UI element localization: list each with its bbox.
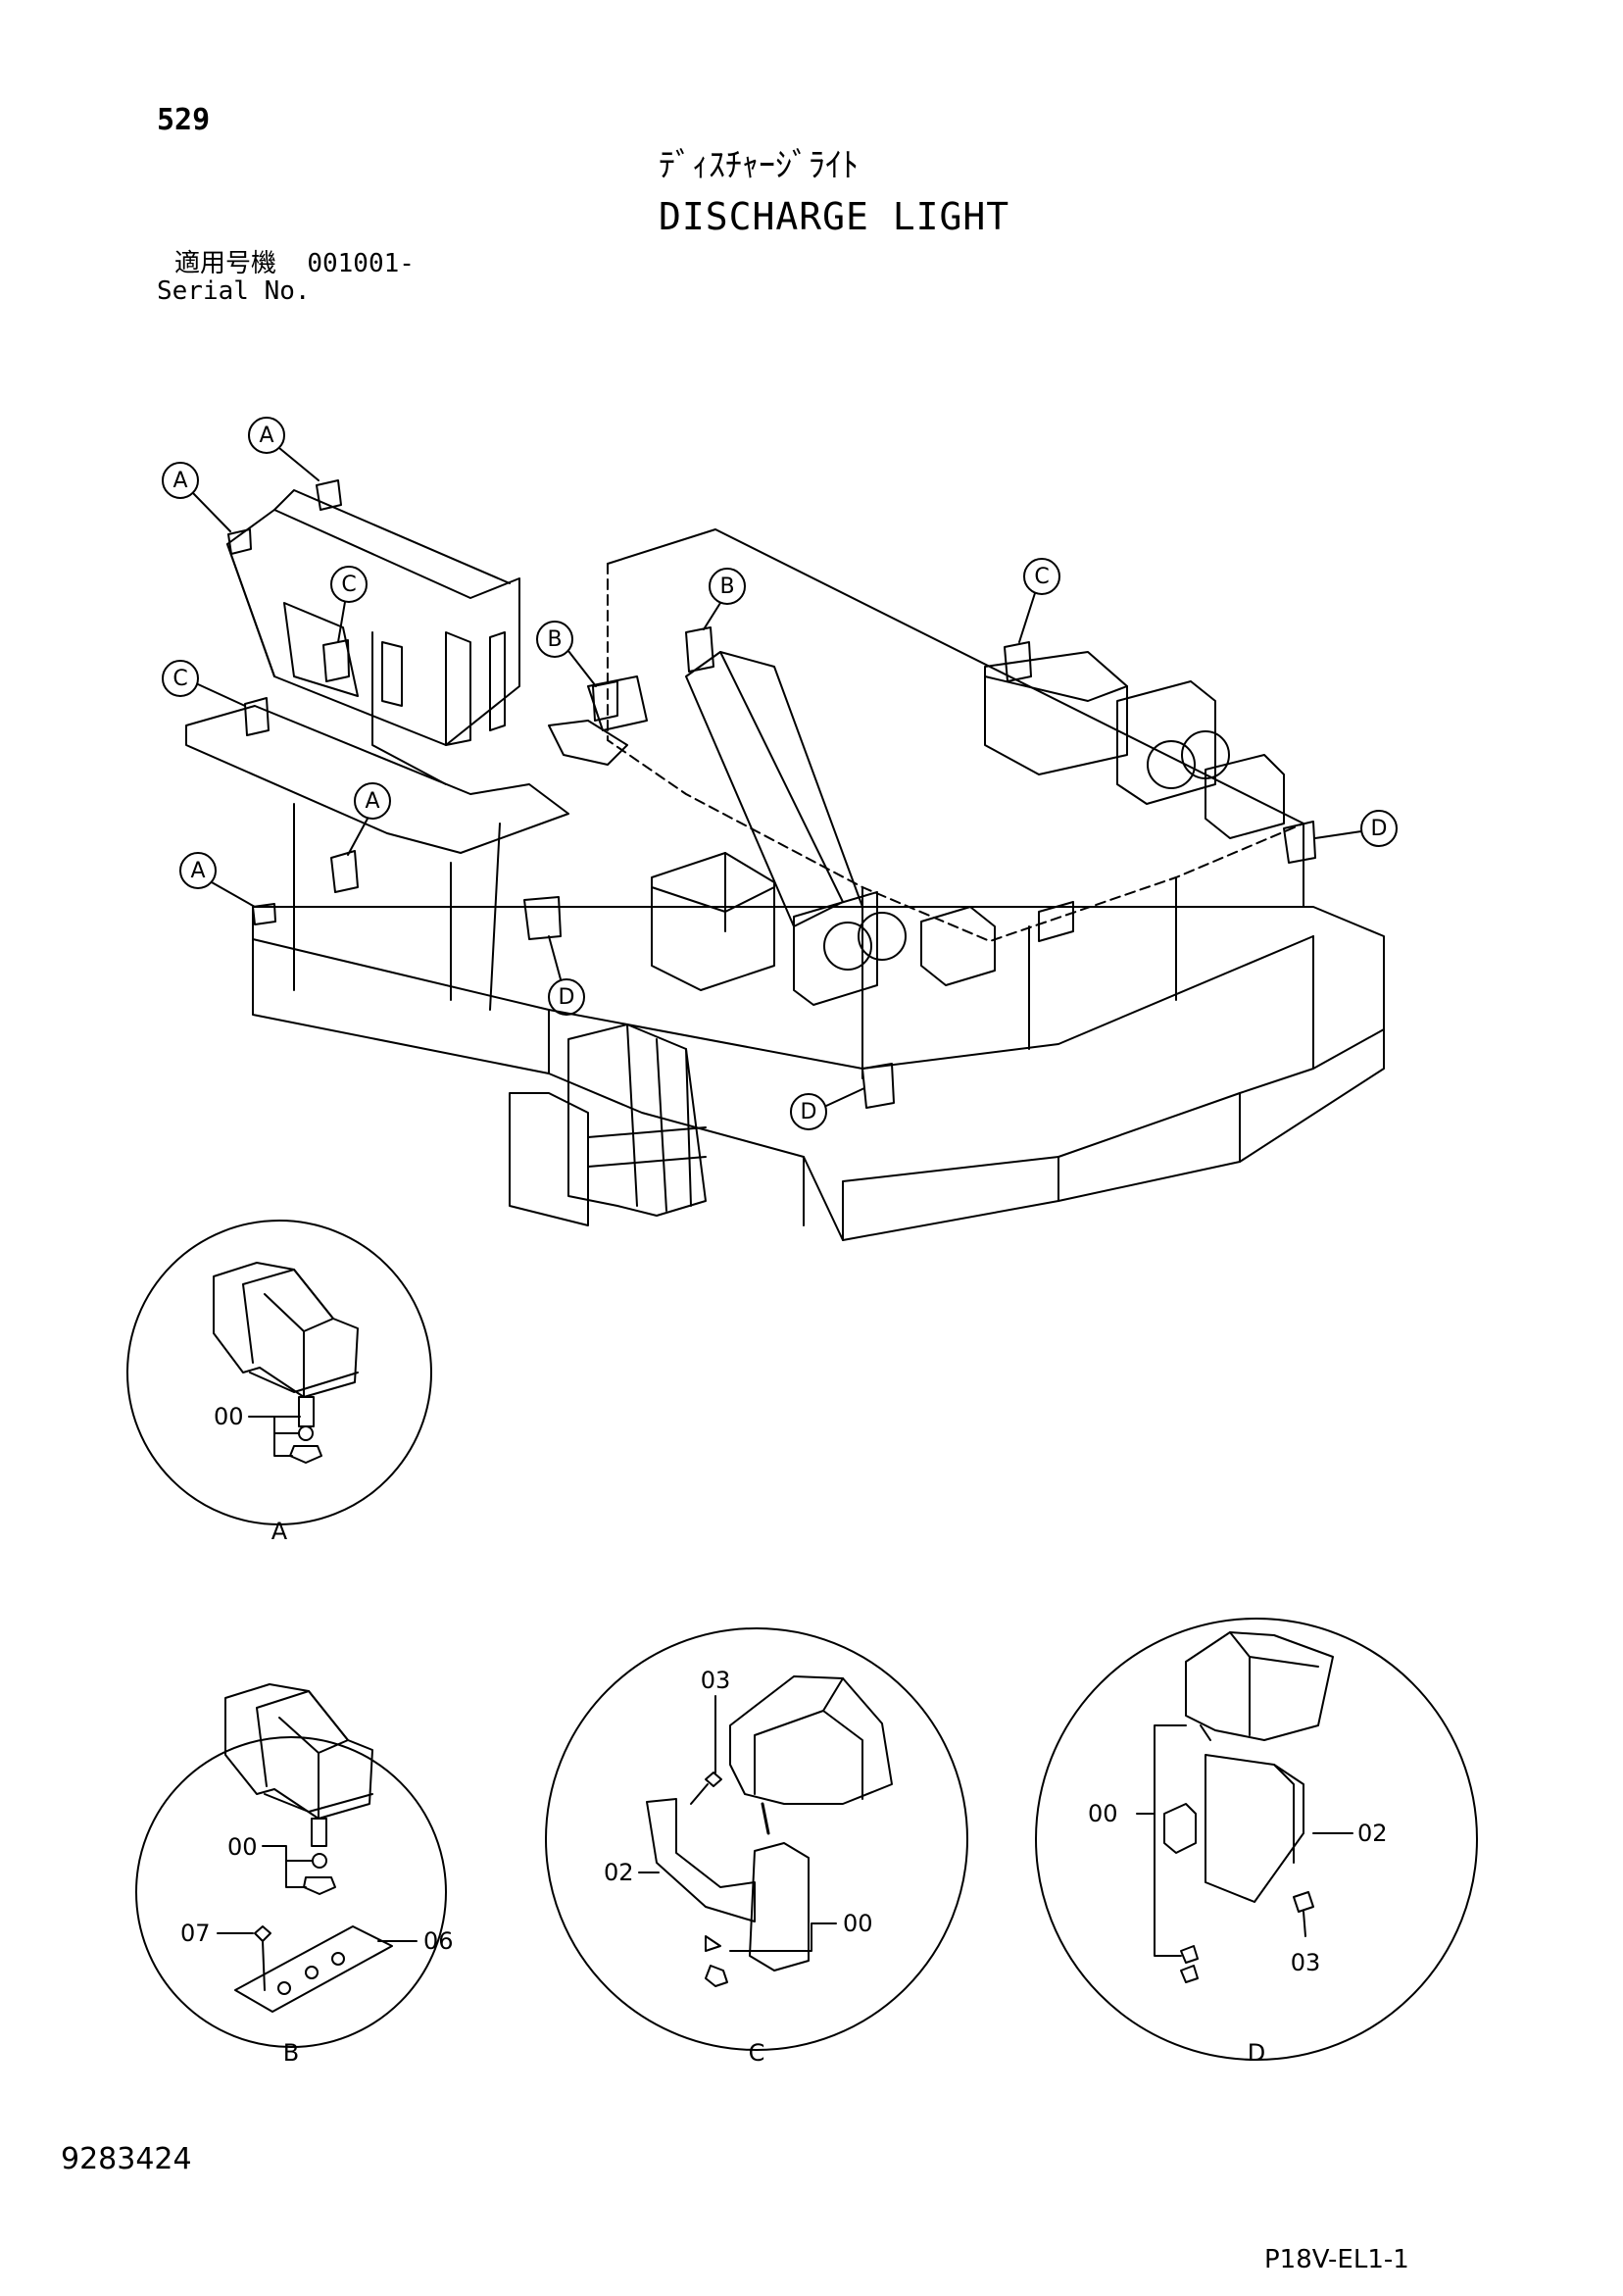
callout-bubbles: A A C C A A B B	[162, 417, 1398, 1130]
detail-d: 00 02 03 D	[1035, 1618, 1478, 2067]
callout-label: A	[190, 859, 205, 883]
page-title-japanese: ﾃﾞｨｽﾁｬｰｼﾞﾗｲﾄ	[659, 146, 859, 185]
part-number-02: 02	[1357, 1820, 1388, 1847]
part-number-00: 00	[214, 1403, 244, 1430]
serial-value: 001001-	[307, 249, 415, 278]
callout-label: D	[801, 1100, 817, 1124]
callout-c-left: C	[162, 660, 246, 707]
callout-label: A	[259, 424, 273, 448]
callout-label: A	[365, 789, 379, 814]
serial-label-japanese: 適用号機 001001-	[174, 251, 415, 276]
detail-label-c: C	[749, 2039, 765, 2067]
document-number: 9283424	[61, 2142, 192, 2176]
detail-a: 00 A	[126, 1220, 432, 1545]
detail-c: 03 02 00 C	[545, 1627, 968, 2067]
part-number-00: 00	[843, 1910, 873, 1937]
part-number-02: 02	[604, 1859, 634, 1886]
light-fixtures	[227, 479, 1316, 1109]
part-number-00: 00	[1088, 1800, 1118, 1827]
part-number-07: 07	[180, 1920, 211, 1947]
callout-label: A	[172, 469, 187, 493]
callout-c-right: C	[1018, 558, 1060, 643]
callout-label: B	[547, 627, 562, 652]
callout-a-low: A	[179, 852, 256, 908]
callout-d-low: D	[790, 1087, 865, 1130]
serial-label-english: Serial No.	[157, 276, 311, 306]
detail-label-b: B	[283, 2039, 299, 2067]
part-number-03: 03	[701, 1667, 731, 1694]
callout-c-cab: C	[330, 566, 368, 643]
machine-body	[185, 489, 1385, 1241]
reference-code: P18V-EL1-1	[1264, 2245, 1409, 2274]
part-number-06: 06	[423, 1927, 454, 1955]
callout-label: B	[719, 574, 734, 599]
callout-a-top: A	[248, 417, 320, 481]
callout-d-mid: D	[548, 935, 585, 1016]
callout-d-right: D	[1314, 810, 1398, 847]
page-number: 529	[157, 103, 211, 137]
callout-a-left: A	[162, 462, 231, 532]
callout-b-right: B	[703, 568, 746, 630]
detail-label-a: A	[271, 1518, 288, 1545]
callout-b-left: B	[536, 621, 597, 687]
callout-label: C	[341, 573, 356, 597]
page-title: DISCHARGE LIGHT	[659, 195, 1010, 238]
serial-label-jp-text: 適用号機	[174, 249, 277, 278]
detail-label-d: D	[1248, 2039, 1265, 2067]
detail-b: 00 07 06 B	[135, 1683, 454, 2067]
callout-label: C	[1034, 565, 1049, 589]
part-number-00: 00	[227, 1833, 258, 1861]
callout-label: D	[1371, 817, 1388, 841]
callout-label: D	[559, 985, 575, 1010]
callout-label: C	[172, 667, 187, 691]
part-number-03: 03	[1291, 1949, 1321, 1976]
callout-a-mid: A	[347, 782, 391, 856]
